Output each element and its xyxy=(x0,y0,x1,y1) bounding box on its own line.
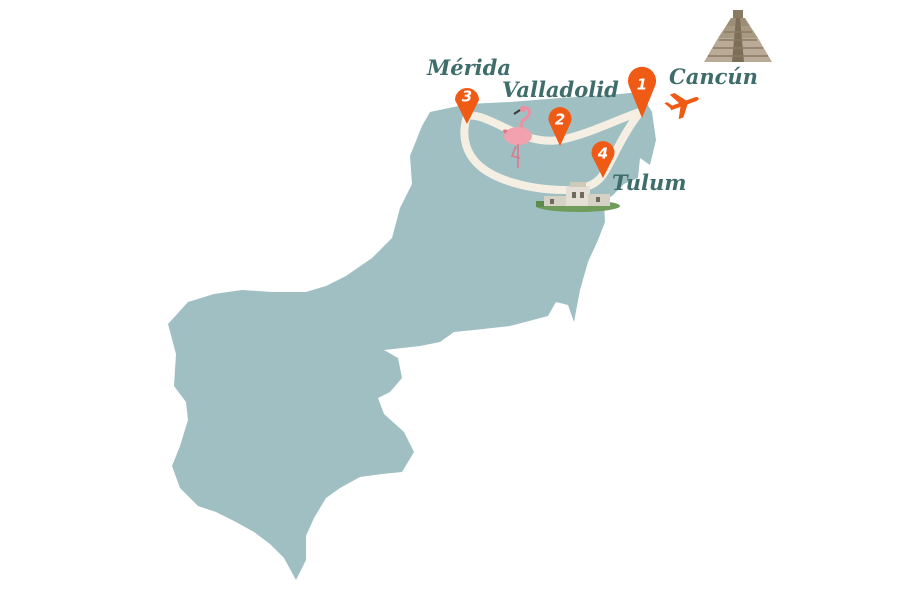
stop-number-3: 3 xyxy=(462,88,472,106)
peninsula-land xyxy=(168,92,656,580)
city-label-valladolid: Valladolid xyxy=(502,77,619,102)
pyramid-icon xyxy=(704,10,772,62)
flamingo-icon xyxy=(503,106,532,168)
tulum-ruins-icon xyxy=(536,182,620,212)
city-label-tulum: Tulum xyxy=(612,170,686,195)
stop-marker-1[interactable]: 1 xyxy=(628,66,656,118)
stop-number-1: 1 xyxy=(637,76,647,94)
stop-marker-4[interactable]: 4 xyxy=(591,141,615,178)
stop-number-4: 4 xyxy=(597,145,608,163)
stop-marker-2[interactable]: 2 xyxy=(548,107,572,146)
stop-marker-3[interactable]: 3 xyxy=(455,88,479,125)
city-label-cancun: Cancún xyxy=(669,64,758,89)
airplane-icon xyxy=(664,93,699,120)
stop-number-2: 2 xyxy=(555,111,565,129)
city-label-merida: Mérida xyxy=(426,55,511,80)
